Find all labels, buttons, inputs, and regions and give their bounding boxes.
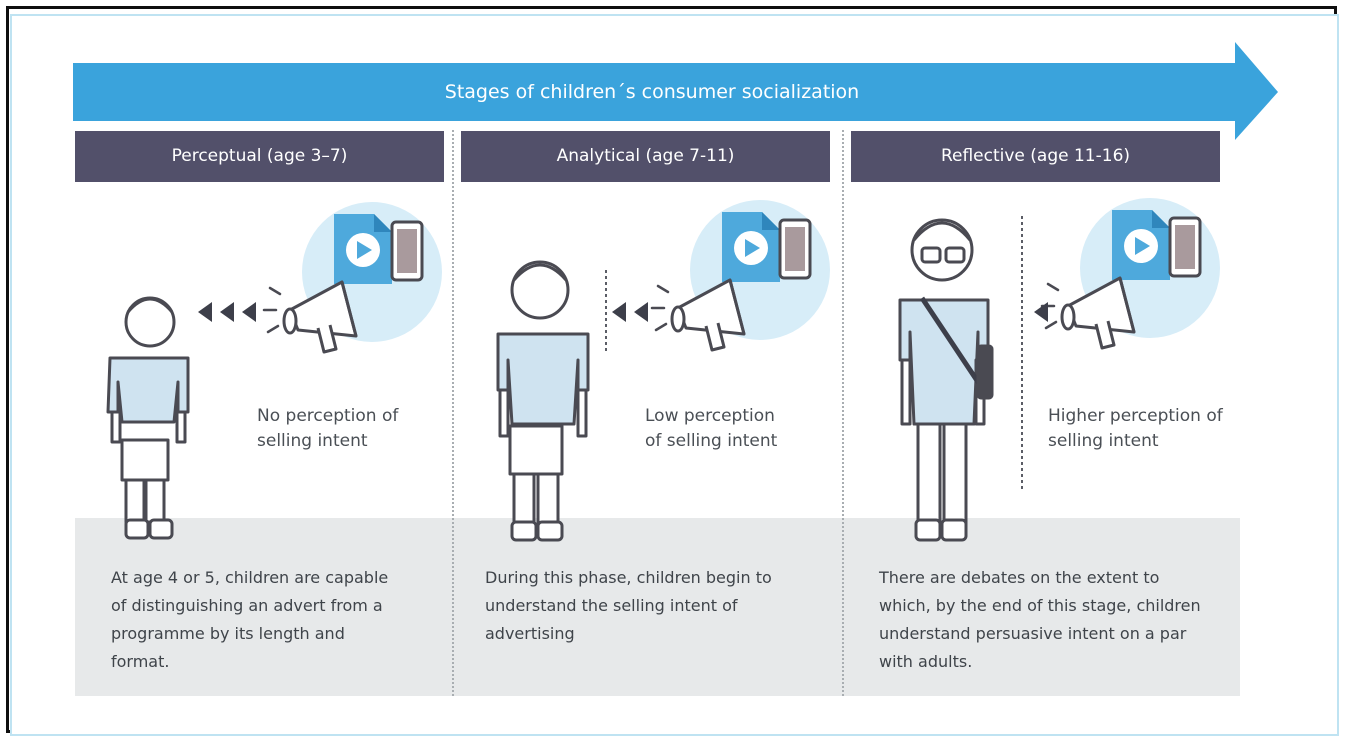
description-band [75,518,1240,696]
description-line: During this phase, children begin to [485,568,772,587]
stage-description-reflective: There are debates on the extent to which… [879,564,1239,676]
stage-header-analytical: Analytical (age 7-11) [461,131,830,182]
description-line: of distinguishing an advert from a [111,596,383,615]
description-line: format. [111,652,170,671]
caption-line: Higher perception of [1048,406,1223,426]
title-arrow [73,42,1278,140]
caption-line: No perception of [257,406,399,426]
perception-caption-analytical: Low perception of selling intent [645,404,825,454]
caption-line: Low perception [645,406,775,426]
description-line: programme by its length and [111,624,345,643]
stage-header-perceptual: Perceptual (age 3–7) [75,131,444,182]
stage-description-perceptual: At age 4 or 5, children are capable of d… [111,564,441,676]
description-line: which, by the end of this stage, childre… [879,596,1201,615]
sound-arrow-icon [198,302,256,322]
description-line: understand the selling intent of [485,596,738,615]
perception-caption-perceptual: No perception of selling intent [257,404,437,454]
caption-line: selling intent [257,431,368,451]
column-separator [452,130,454,696]
description-line: understand persuasive intent on a par [879,624,1187,643]
stage-description-analytical: During this phase, children begin to und… [485,564,825,648]
description-line: advertising [485,624,575,643]
description-line: At age 4 or 5, children are capable [111,568,389,587]
stage-header-reflective: Reflective (age 11-16) [851,131,1220,182]
child-icon [898,218,994,542]
child-icon [106,296,190,540]
caption-line: selling intent [1048,431,1159,451]
sound-arrow-icon [612,302,648,322]
perception-caption-reflective: Higher perception of selling intent [1048,404,1238,454]
sound-arrow-icon [1034,302,1048,322]
description-line: There are debates on the extent to [879,568,1160,587]
caption-line: of selling intent [645,431,778,451]
column-separator [842,130,844,696]
child-icon [496,260,590,542]
diagram-title: Stages of children´s consumer socializat… [444,81,860,103]
description-line: with adults. [879,652,973,671]
